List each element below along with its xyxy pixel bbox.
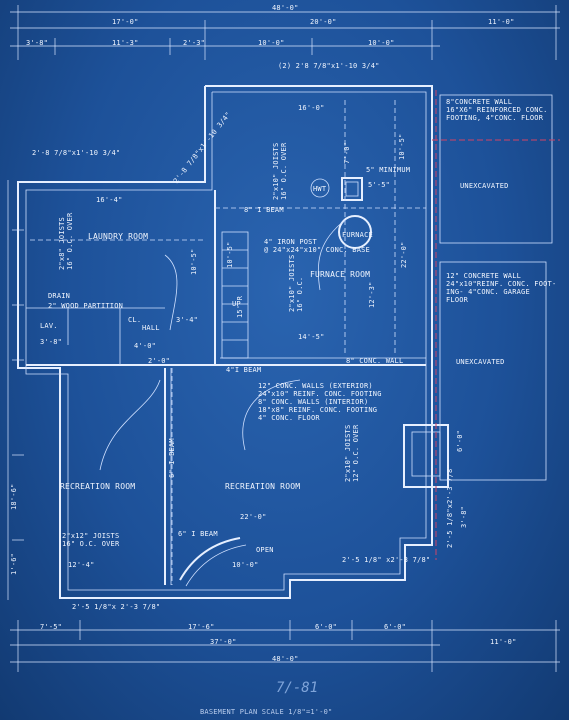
top-sub-dim-2: 11'-3": [112, 39, 139, 47]
top-sub-dim-3: 2'-3": [183, 39, 206, 47]
furnace-joists-2-note: 2"x10" JOISTS 16" O.C.: [288, 254, 304, 312]
foundation-walls: [17, 85, 449, 599]
rec-left-joists-note: 2"x12" JOISTS 16" O.C. OVER: [62, 532, 120, 548]
hall-label: HALL: [142, 324, 160, 332]
top-dim-3: 11'-0": [488, 18, 515, 26]
unexcavated-2-label: UNEXCAVATED: [456, 358, 505, 366]
hall-height-dim: 3'-4": [176, 316, 199, 324]
top-sub-dim-1: 3'-8": [26, 39, 49, 47]
beam-4-note: 4"I BEAM: [226, 366, 262, 374]
beam-lines: [30, 100, 426, 585]
furnace-7-dim: 7'-0": [343, 141, 351, 164]
bottom-dim-5: 11'-0": [490, 638, 517, 646]
hall-width-dim: 4'-0": [134, 342, 157, 350]
top-dim-2: 20'-0": [310, 18, 337, 26]
conc-wall-note: 8" CONC. WALL: [346, 357, 404, 365]
beam-8-note: 8" I BEAM: [244, 206, 284, 214]
lav-label: LAV.: [40, 322, 58, 330]
laundry-width-dim: 16'-4": [96, 196, 123, 204]
furnace-joists-note: 2"x10" JOISTS 16" O.C. OVER: [272, 142, 288, 200]
rec-left-width-dim: 12'-4": [68, 561, 95, 569]
rec-joists-note: 2"x10" JOISTS 12" O.C. OVER: [344, 424, 360, 482]
bottom-total-1: 37'-0": [210, 638, 237, 646]
unexcavated-1-label: UNEXCAVATED: [460, 182, 509, 190]
bottom-dimension-lines: [10, 620, 560, 672]
side-3-dim: 3'-8": [460, 505, 468, 528]
rec-right-width-dim: 22'-0": [240, 513, 267, 521]
stair-dim: 10'-5": [226, 241, 234, 269]
hwt-label: HWT: [313, 185, 327, 193]
top-total-dim: 48'-0": [272, 4, 299, 12]
wood-partition-note: 2" WOOD PARTITION: [48, 302, 124, 310]
minimum-note: 5" MINIMUM: [366, 166, 411, 174]
drain-label: DRAIN: [48, 292, 71, 300]
laundry-room-label: LAUNDRY ROOM: [88, 232, 149, 241]
window-bottom-right-size: 2'-5 1/8" x2'-3 7/8": [342, 556, 431, 564]
beam-10-dim: 10'-0": [232, 561, 259, 569]
top-sub-dim-5: 10'-0": [368, 39, 395, 47]
iron-post-note: 4" IRON POST @ 24"x24"x10" CONC. BASE: [264, 238, 370, 254]
laundry-height-dim: 10'-5": [190, 248, 198, 276]
bottom-dim-3: 6'-0": [315, 623, 338, 631]
bottom-dim-1: 7'-5": [40, 623, 63, 631]
laundry-joists-note: 2"x8" JOISTS 16" O.C. OVER: [58, 212, 74, 270]
open-label: OPEN: [256, 546, 274, 554]
unexcavated-1-note: 8"CONCRETE WALL 16"X6" REINFORCED CONC. …: [446, 98, 548, 122]
bottom-total-2: 48'-0": [272, 655, 299, 663]
furnace-height-dim: 22'-0": [400, 241, 408, 269]
walls-spec-note: 12" CONC. WALLS (EXTERIOR) 24"x10" REINF…: [258, 382, 382, 422]
bottom-dim-4: 6'-0": [384, 623, 407, 631]
top-sub-dim-4: 10'-0": [258, 39, 285, 47]
up-label: UP: [232, 300, 241, 308]
top-dimension-lines: [10, 5, 560, 60]
furnace-right-dim: 10'-5": [398, 133, 406, 161]
i-beam-vertical-note: 6" I BEAM: [168, 438, 176, 478]
rec-room-right-label: RECREATION ROOM: [225, 482, 301, 491]
rec-left-vertical-dim: 18'-6": [10, 483, 18, 511]
electrical-arcs: [99, 219, 346, 471]
furnace-label: FURNACE: [342, 231, 373, 239]
window-right-size: 2'-5 1/8"x2'-3 7/8": [446, 464, 454, 548]
top-dim-1: 17'-0": [112, 18, 139, 26]
plan-caption: BASEMENT PLAN SCALE 1/8"=1'-0": [200, 708, 333, 716]
furnace-room-label: FURNACE ROOM: [310, 270, 371, 279]
closet-label: CL.: [128, 316, 142, 324]
signature-mark: 7/-81: [276, 680, 319, 696]
furnace-low-width-dim: 14'-5": [298, 333, 325, 341]
furnace-sub-dim: 12'-3": [368, 281, 376, 309]
hall-dim: 2'-0": [148, 357, 171, 365]
i-beam-low-note: 6" I BEAM: [178, 530, 218, 538]
window-top-size: (2) 2'8 7/8"x1'-10 3/4": [278, 62, 380, 70]
window-bottom-left-size: 2'-5 1/8"x 2'-3 7/8": [72, 603, 161, 611]
rec-low-vertical-dim: 1'-6": [10, 552, 18, 575]
furnace-width-dim: 16'-0": [298, 104, 325, 112]
left-top-window-size: 2'-8 7/8"x1'-10 3/4": [32, 149, 121, 157]
side-6-dim: 6'-0": [456, 429, 464, 452]
unexcavated-2-note: 12" CONCRETE WALL 24"x10"REINF. CONC. FO…: [446, 272, 557, 304]
chimney-size: 5'-5": [368, 181, 391, 189]
lav-dim: 3'-8": [40, 338, 63, 346]
unexcavated-outlines: [432, 90, 560, 560]
bottom-dim-2: 17'-6": [188, 623, 215, 631]
left-dimension-lines: [7, 180, 24, 600]
rec-room-left-label: RECREATION ROOM: [60, 482, 136, 491]
